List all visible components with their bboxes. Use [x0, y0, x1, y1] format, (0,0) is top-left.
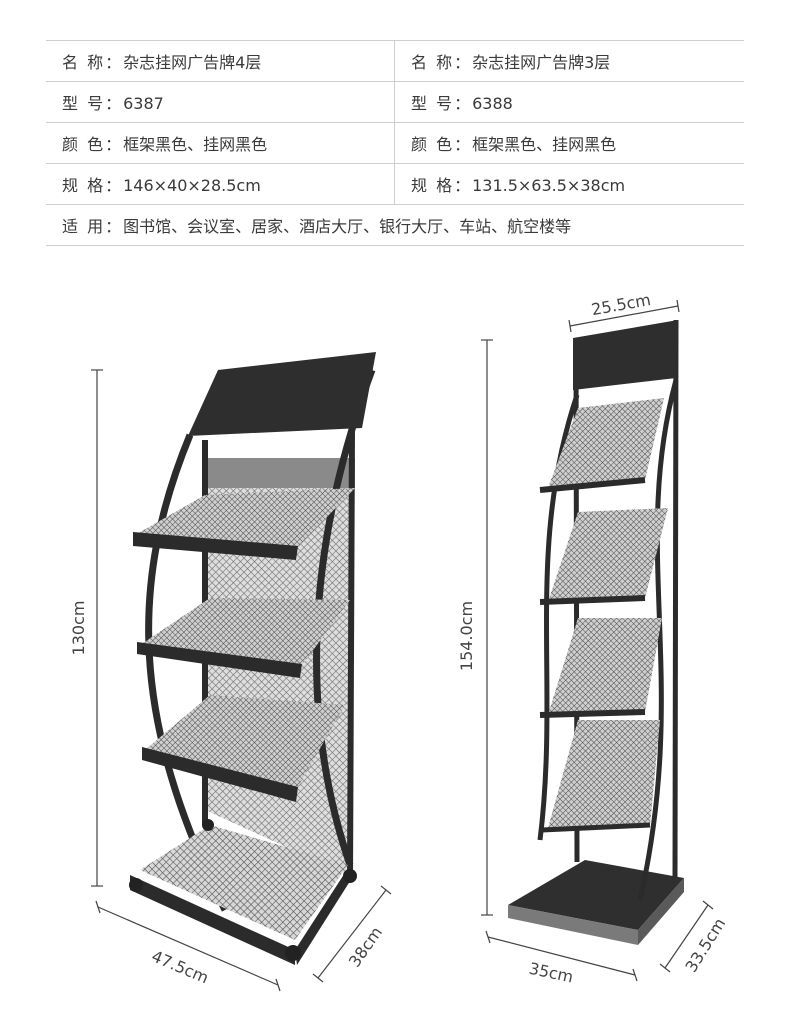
top-sign-board — [573, 320, 678, 390]
spec-value: 6387 — [123, 94, 164, 113]
spec-cell: 颜 色：框架黑色、挂网黑色 — [394, 122, 744, 164]
spec-key: 适 用： — [62, 217, 124, 236]
spec-cell: 适 用：图书馆、会议室、居家、酒店大厅、银行大厅、车站、航空楼等 — [46, 204, 744, 246]
base-tray-rim — [130, 875, 295, 965]
rack-3-tier — [508, 319, 684, 945]
mesh-panel — [548, 618, 662, 715]
depth-label: 38cm — [345, 923, 386, 971]
spec-value: 框架黑色、挂网黑色 — [123, 135, 268, 154]
caster-wheel — [129, 878, 143, 892]
dimension-right-depth: 33.5cm — [659, 900, 729, 976]
height-label: 130cm — [69, 601, 88, 656]
spec-value: 6388 — [472, 94, 513, 113]
product-illustration: 130cm 47.5cm 38cm — [69, 290, 729, 992]
rack-4-tier — [129, 352, 376, 965]
dimension-right-height: 154.0cm — [457, 339, 493, 916]
spec-key: 规 格： — [411, 176, 473, 195]
spec-key: 规 格： — [62, 176, 124, 195]
spec-cell: 颜 色：框架黑色、挂网黑色 — [46, 122, 395, 164]
width-label: 35cm — [527, 959, 575, 987]
spec-key: 型 号： — [62, 94, 124, 113]
shelf-lip — [137, 642, 302, 678]
mesh-panel — [548, 398, 664, 488]
spec-value: 杂志挂网广告牌3层 — [472, 53, 611, 72]
height-label: 154.0cm — [457, 601, 476, 671]
back-post — [672, 319, 679, 879]
base-tray — [140, 825, 348, 940]
shelf — [135, 488, 355, 550]
spec-cell: 名 称：杂志挂网广告牌4层 — [46, 40, 395, 82]
shelf-lip — [539, 477, 646, 493]
spec-key: 型 号： — [411, 94, 473, 113]
spec-value: 杂志挂网广告牌4层 — [123, 53, 262, 72]
dimension-left-height: 130cm — [69, 369, 103, 887]
base-plate-edge — [638, 878, 684, 945]
spec-value: 框架黑色、挂网黑色 — [472, 135, 617, 154]
caster-wheel — [202, 819, 214, 831]
shelf-lip — [541, 822, 651, 833]
shelf-lip — [142, 747, 298, 802]
shelf — [145, 695, 345, 790]
depth-label: 33.5cm — [681, 915, 729, 976]
spec-value: 131.5×63.5×38cm — [472, 176, 626, 195]
shelf-lip — [133, 532, 298, 560]
spec-cell: 名 称：杂志挂网广告牌3层 — [394, 40, 744, 82]
top-header-board — [188, 352, 376, 436]
spec-key: 颜 色： — [411, 135, 473, 154]
caster-wheel — [343, 869, 357, 883]
spec-row-color: 颜 色：框架黑色、挂网黑色 颜 色：框架黑色、挂网黑色 — [46, 122, 744, 164]
spec-row-size: 规 格：146×40×28.5cm 规 格：131.5×63.5×38cm — [46, 163, 744, 205]
dimension-left-depth: 38cm — [312, 885, 392, 983]
top-width-label: 25.5cm — [590, 290, 652, 319]
caster-wheel — [285, 945, 301, 961]
base-plate-edge — [508, 905, 638, 945]
spec-row-model: 型 号：6387 型 号：6388 — [46, 81, 744, 123]
spec-key: 颜 色： — [62, 135, 124, 154]
spec-key: 名 称： — [411, 53, 473, 72]
base-plate — [508, 860, 684, 930]
mesh-panel — [548, 508, 668, 602]
spec-key: 名 称： — [62, 53, 124, 72]
spec-row-usage: 适 用：图书馆、会议室、居家、酒店大厅、银行大厅、车站、航空楼等 — [46, 204, 744, 246]
mesh-panel — [548, 720, 660, 828]
back-header-plate — [207, 458, 355, 488]
shelf-lip — [539, 595, 646, 605]
spec-row-name: 名 称：杂志挂网广告牌4层 名 称：杂志挂网广告牌3层 — [46, 40, 744, 82]
spec-value: 图书馆、会议室、居家、酒店大厅、银行大厅、车站、航空楼等 — [123, 217, 572, 236]
spec-cell: 型 号：6387 — [46, 81, 395, 123]
back-post — [347, 429, 355, 881]
spec-table: 名 称：杂志挂网广告牌4层 名 称：杂志挂网广告牌3层 型 号：6387 型 号… — [46, 40, 744, 246]
spec-cell: 型 号：6388 — [394, 81, 744, 123]
spec-cell: 规 格：146×40×28.5cm — [46, 163, 395, 205]
base-tray-rim — [295, 865, 352, 965]
spec-value: 146×40×28.5cm — [123, 176, 261, 195]
spec-cell: 规 格：131.5×63.5×38cm — [394, 163, 744, 205]
shelf-lip — [539, 709, 646, 718]
